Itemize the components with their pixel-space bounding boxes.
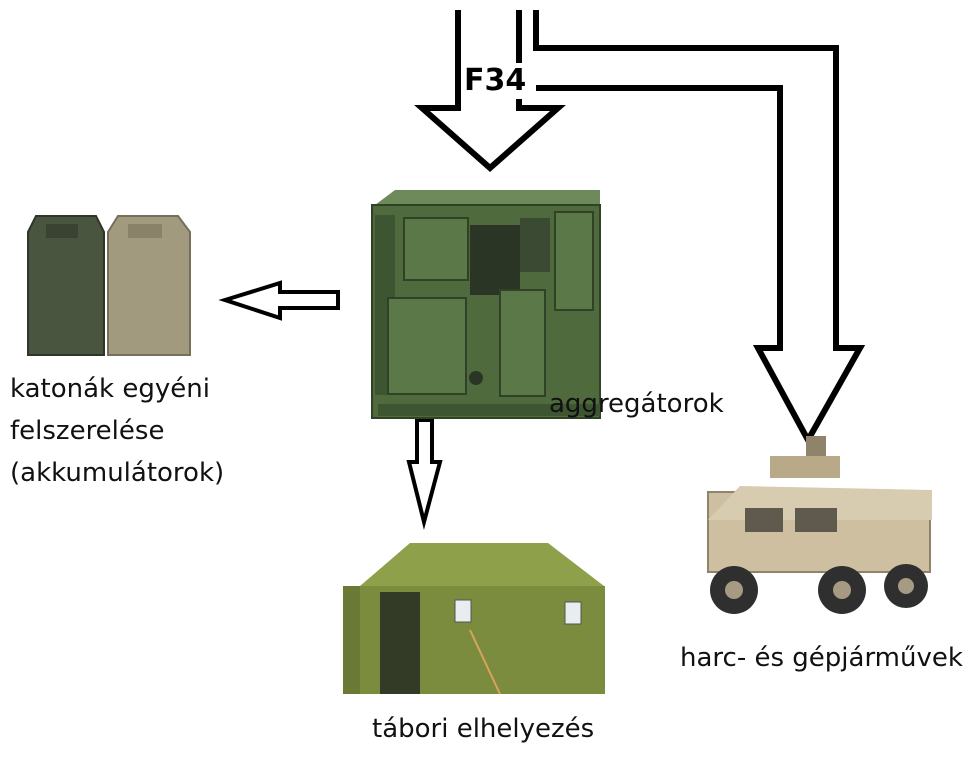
generator-icon	[371, 190, 601, 419]
vehicle-label: harc- és gépjárművek	[680, 643, 963, 673]
generator-to-soldier-arrow	[218, 280, 340, 321]
tent-icon	[343, 543, 605, 695]
generator-label: aggregátorok	[549, 389, 724, 419]
generator-to-tent-arrow	[406, 418, 443, 530]
soldier-label-line-2: felszerelése	[10, 416, 165, 446]
tent-label: tábori elhelyezés	[372, 714, 595, 744]
fuel-to-vehicle-arrow	[533, 10, 866, 447]
soldier-label: katonák egyéni felszerelése (akkumulátor…	[10, 368, 224, 494]
fuel-label: F34	[461, 63, 530, 99]
soldier-label-line-3: (akkumulátorok)	[10, 458, 225, 488]
soldier-label-line-1: katonák egyéni	[10, 374, 210, 404]
armored-vehicle-icon	[707, 436, 932, 614]
battery-pack-icon	[27, 215, 191, 356]
